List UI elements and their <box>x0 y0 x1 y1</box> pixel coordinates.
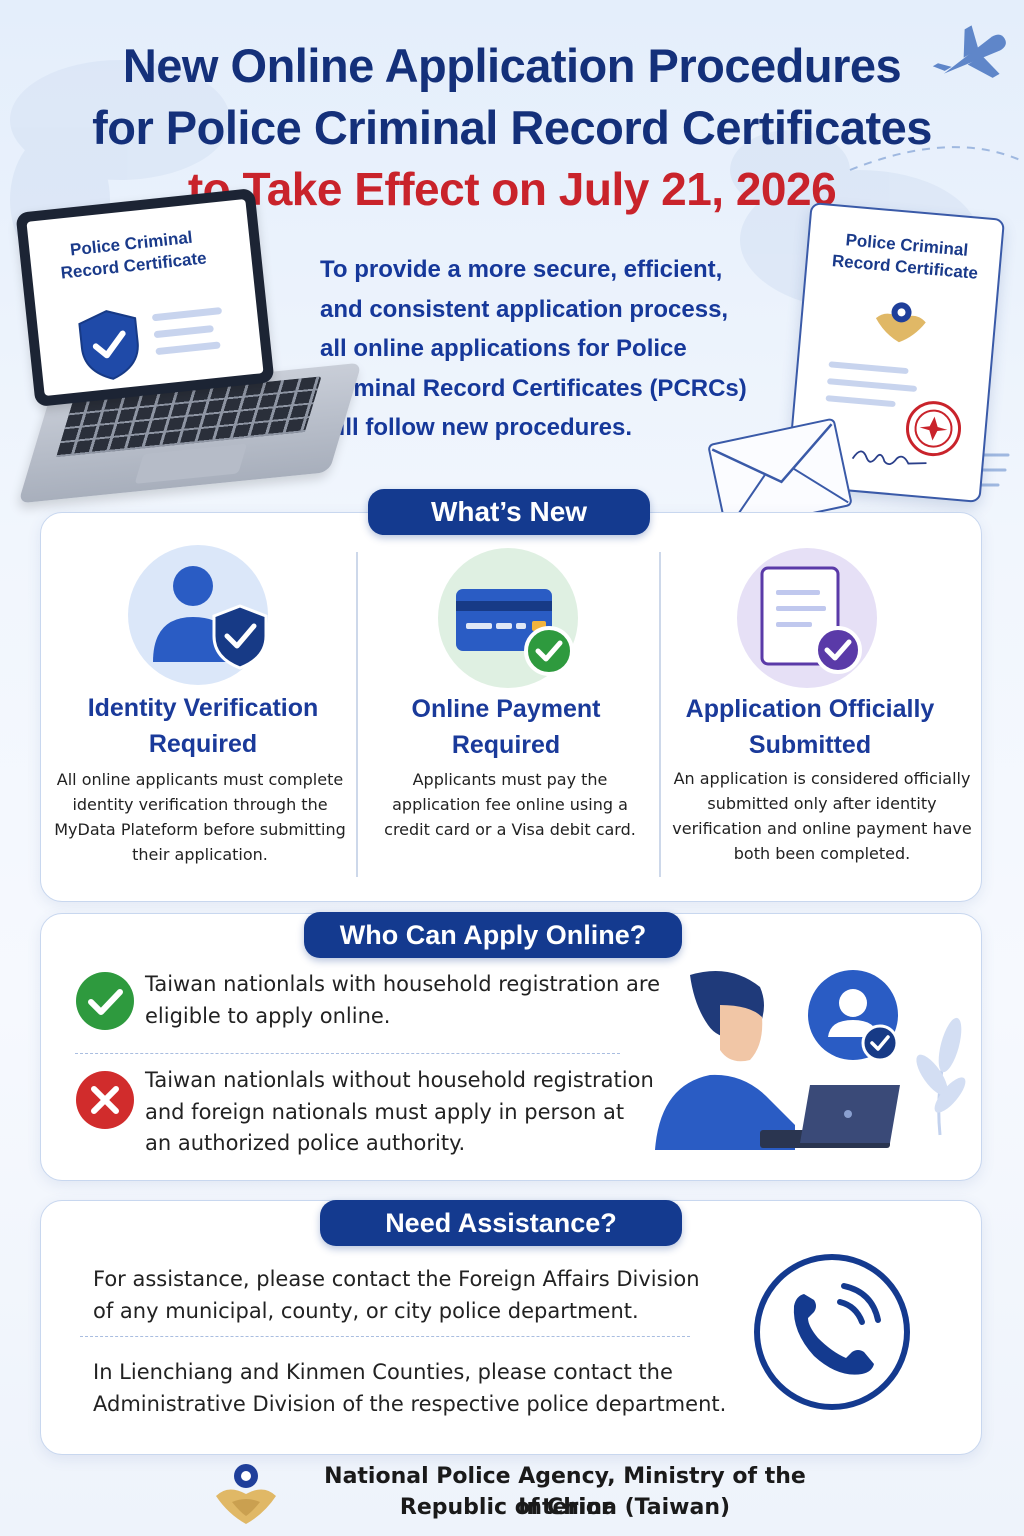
feature-title-payment: Online Payment Required <box>411 695 601 759</box>
person-with-laptop-illustration <box>655 970 966 1150</box>
laptop-illustration: Police Criminal Record Certificate <box>15 187 275 408</box>
not-eligible-text: Taiwan nationlals without household regi… <box>145 1068 654 1155</box>
not-eligible-x-icon <box>76 1071 134 1129</box>
certificate-label: Police Criminal Record Certificate <box>831 230 979 283</box>
effective-date-title: to Take Effect on July 21, 2026 <box>187 163 837 215</box>
dashed-divider <box>75 1053 620 1054</box>
emblem-icon <box>875 302 926 343</box>
laptop-certificate-label: Police Criminal Record Certificate <box>59 227 208 283</box>
dashed-divider <box>80 1336 690 1337</box>
feature-desc-identity: All online applicants must complete iden… <box>54 770 346 864</box>
intro-text: To provide a more secure, efficient, and… <box>320 256 747 441</box>
footer-agency: National Police Agency, Ministry of the … <box>324 1464 806 1520</box>
phone-icon <box>754 1254 910 1410</box>
eligible-text: Taiwan nationlals with household registr… <box>145 972 660 1028</box>
assistance-text-1: For assistance, please contact the Forei… <box>93 1267 700 1323</box>
assistance-text-2: In Lienchiang and Kinmen Counties, pleas… <box>93 1360 727 1416</box>
footer-country: Republic of China (Taiwan) <box>399 1495 731 1520</box>
feature-desc-submitted: An application is considered officially … <box>672 769 972 863</box>
page-title-line-1: New Online Application Procedures <box>122 39 902 92</box>
certificate-illustration: Police Criminal Record Certificate <box>785 202 1006 503</box>
document-check-icon <box>760 566 862 674</box>
national-police-agency-emblem-icon <box>216 1464 276 1524</box>
page-title-line-2: for Police Criminal Record Certificates <box>92 101 932 154</box>
credit-card-check-icon <box>456 589 574 676</box>
assistance-heading: Need Assistance? <box>320 1200 682 1246</box>
feature-title-identity: Identity Verification Required <box>87 694 319 758</box>
signature-icon <box>851 450 927 465</box>
feature-title-submitted: Application Officially Submitted <box>685 695 935 759</box>
column-divider <box>659 552 661 877</box>
column-divider <box>356 552 358 877</box>
shield-check-icon <box>78 310 139 380</box>
official-seal-icon <box>906 401 962 457</box>
who-can-apply-heading: Who Can Apply Online? <box>304 912 682 958</box>
whats-new-heading: What’s New <box>368 489 650 535</box>
eligible-check-icon <box>76 972 134 1030</box>
airplane-icon <box>932 25 1006 78</box>
user-shield-icon <box>153 566 268 670</box>
feature-desc-payment: Applicants must pay the application fee … <box>384 770 636 839</box>
background-decoration <box>10 25 1021 487</box>
